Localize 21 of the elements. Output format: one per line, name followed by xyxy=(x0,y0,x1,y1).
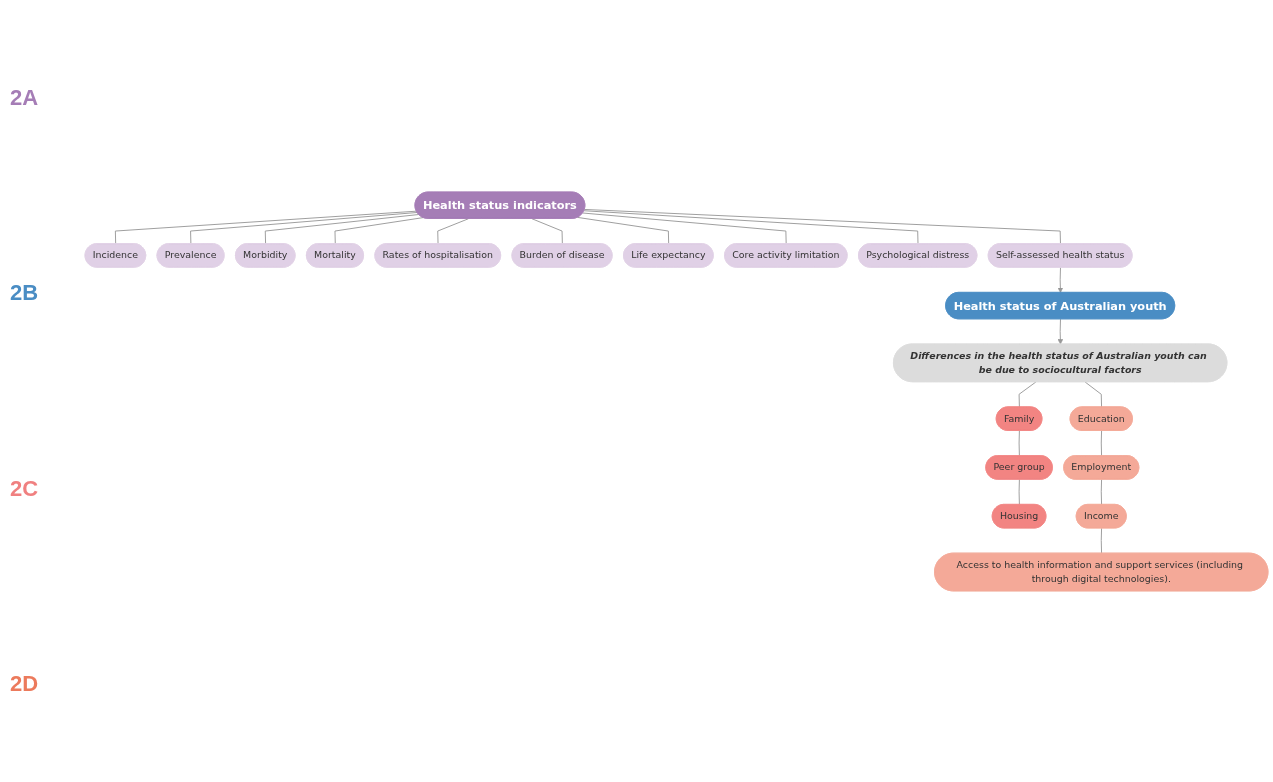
section-label: 2C xyxy=(10,475,40,502)
connector xyxy=(264,213,420,244)
connector xyxy=(1018,478,1020,505)
connector xyxy=(437,217,469,244)
connector xyxy=(583,209,919,244)
section-label: 2A xyxy=(10,84,40,111)
section-label: 2B xyxy=(10,280,40,307)
connector xyxy=(531,217,563,244)
connector xyxy=(1100,478,1103,505)
connector xyxy=(1100,527,1103,554)
connector xyxy=(1084,381,1103,408)
connector xyxy=(1100,429,1103,456)
connector xyxy=(584,208,1061,244)
connector xyxy=(114,210,417,244)
section-label: 2D xyxy=(10,671,40,698)
connector xyxy=(1018,429,1020,456)
connector xyxy=(577,216,670,244)
connector xyxy=(1018,381,1037,408)
connector xyxy=(334,216,424,244)
connector xyxy=(582,212,787,244)
connector xyxy=(190,211,418,244)
